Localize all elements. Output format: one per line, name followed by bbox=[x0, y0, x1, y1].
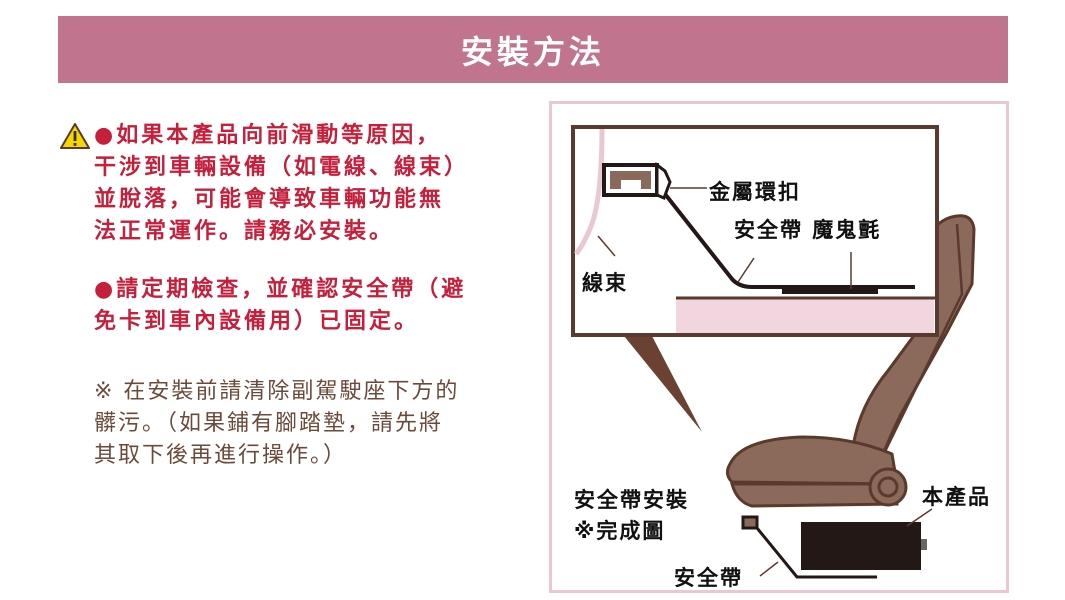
note-line: 其取下後再進行操作。） bbox=[94, 443, 348, 468]
label-belt: 安全帶 bbox=[674, 566, 743, 590]
velcro-pad bbox=[782, 287, 878, 294]
warning-1-line: 並脫落，可能會導致車輛功能無 bbox=[94, 187, 445, 212]
product-connector bbox=[921, 539, 927, 550]
red-dot-icon: ● bbox=[94, 123, 117, 148]
page-header: 安裝方法 bbox=[58, 16, 1008, 83]
red-dot-icon: ● bbox=[94, 277, 117, 302]
belt-line-bottom bbox=[755, 527, 877, 579]
warning-triangle-icon bbox=[60, 123, 90, 149]
seat-illustration bbox=[725, 214, 976, 508]
label-wire-harness: 線束 bbox=[582, 271, 628, 295]
floor-surface bbox=[676, 299, 934, 333]
installation-diagram: 金屬環扣 安全帶 魔鬼氈 線束 安全帶安裝 ※完成圖 本產品 安全帶 bbox=[549, 101, 1009, 593]
warning-1-line: 如果本產品向前滑動等原因， bbox=[116, 123, 442, 148]
zoom-detail-box bbox=[571, 125, 939, 337]
wire-harness-line bbox=[574, 128, 605, 256]
metal-buckle-icon bbox=[610, 171, 651, 189]
cleaning-note: ※ 在安裝前請清除副駕駛座下方的 髒污。（如果鋪有腳踏墊，請先將 其取下後再進行… bbox=[94, 376, 540, 472]
warning-2-line: 免卡到車內設備用）已固定。 bbox=[94, 309, 420, 334]
warning-1-line: 干涉到車輛設備（如電線、線束） bbox=[94, 155, 470, 180]
callout-pointer bbox=[624, 336, 702, 432]
label-metal-buckle: 金屬環扣 bbox=[709, 180, 801, 204]
warning-1-line: 法正常運作。請務必安裝。 bbox=[94, 219, 395, 244]
label-belt-velcro: 安全帶 魔鬼氈 bbox=[734, 218, 882, 242]
diagram-illustration bbox=[571, 125, 976, 579]
warning-2: ●請定期檢查，並確認安全帶（避 免卡到車內設備用）已固定。 bbox=[94, 274, 540, 338]
belt-line bbox=[663, 192, 915, 289]
product-box bbox=[801, 522, 921, 570]
label-product: 本產品 bbox=[922, 485, 991, 509]
warning-2-line: 請定期檢查，並確認安全帶（避 bbox=[116, 277, 467, 302]
label-install-title: 安全帶安裝 bbox=[574, 488, 689, 512]
page-title: 安裝方法 bbox=[460, 32, 605, 71]
label-completion-diagram: ※完成圖 bbox=[574, 519, 666, 543]
warning-1: ●如果本產品向前滑動等原因， 干涉到車輛設備（如電線、線束） 並脫落，可能會導致… bbox=[60, 120, 540, 248]
note-line: 髒污。（如果鋪有腳踏墊，請先將 bbox=[94, 411, 444, 436]
note-line: ※ 在安裝前請清除副駕駛座下方的 bbox=[94, 379, 460, 404]
belt-buckle-icon bbox=[741, 515, 759, 530]
instructions-panel: ●如果本產品向前滑動等原因， 干涉到車輛設備（如電線、線束） 並脫落，可能會導致… bbox=[60, 120, 540, 472]
